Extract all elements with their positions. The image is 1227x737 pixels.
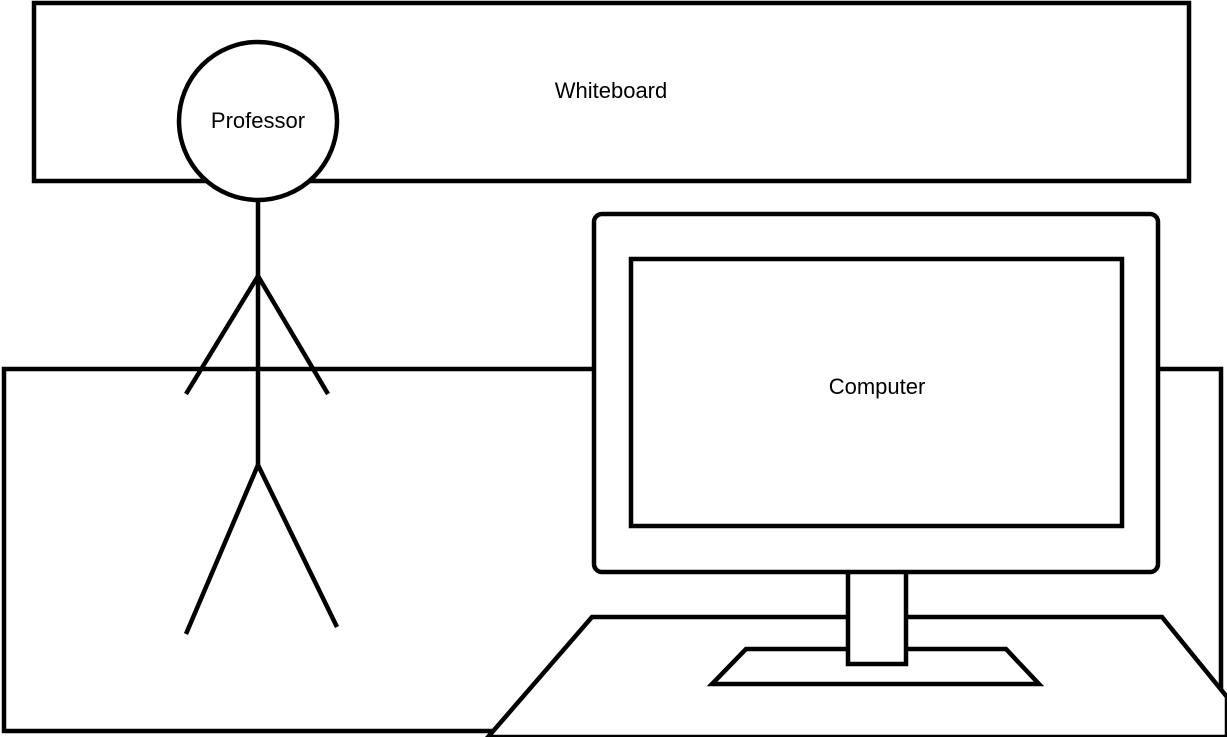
computer-label: Computer: [829, 374, 926, 399]
monitor-stand: [845, 564, 909, 667]
desk-outline-right: [1158, 366, 1224, 690]
professor-arms: [184, 271, 330, 396]
monitor-screen: [628, 256, 1125, 529]
professor-figure: Professor: [176, 39, 340, 635]
professor-label: Professor: [211, 108, 305, 133]
monitor-base: [706, 646, 1045, 687]
desk-outline: [1, 366, 596, 734]
computer: Computer: [591, 211, 1161, 687]
professor-legs: [183, 459, 340, 635]
desk: [1, 366, 1224, 734]
whiteboard-label: Whiteboard: [555, 78, 668, 103]
